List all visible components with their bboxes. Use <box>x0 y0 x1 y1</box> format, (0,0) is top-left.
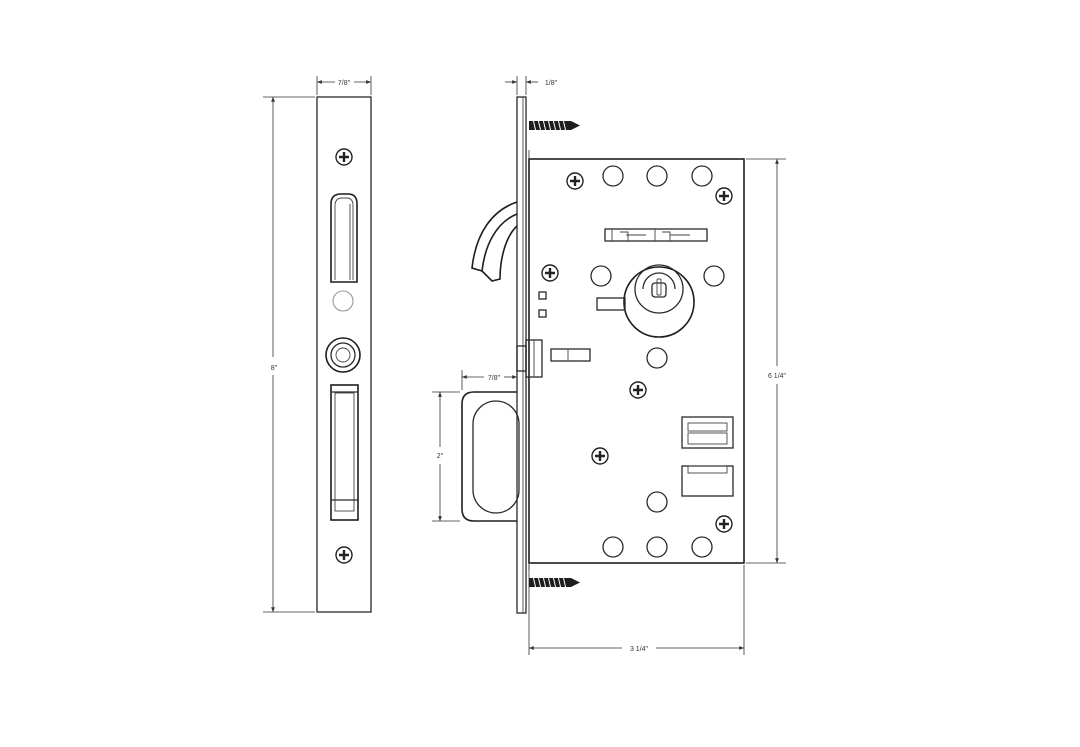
case-height-label: 6 1/4" <box>768 373 787 380</box>
top-screw-icon <box>335 148 353 166</box>
hole-icon <box>602 165 624 187</box>
small-square <box>538 309 547 318</box>
faceplate-width-label: 7/8" <box>338 80 351 87</box>
dim-overall-height: 8" <box>263 96 315 613</box>
latch-block-lower <box>681 465 734 497</box>
dim-pull-depth: 7/8" <box>461 370 517 390</box>
hook-latch <box>471 201 518 282</box>
lower-wood-screw <box>529 575 580 590</box>
pull-depth-label: 7/8" <box>488 375 501 382</box>
case-screw-icon <box>541 264 559 282</box>
small-hole <box>332 290 354 312</box>
case-screw-icon <box>715 515 733 533</box>
bolt-slot <box>330 384 359 521</box>
backset-label: 3 1/4" <box>630 646 649 653</box>
small-square <box>538 291 547 300</box>
hole-icon <box>646 165 668 187</box>
overall-height-label: 8" <box>271 365 278 372</box>
release-knob <box>325 337 361 373</box>
hole-icon <box>646 347 668 369</box>
hole-icon <box>703 265 725 287</box>
hole-icon <box>646 536 668 558</box>
lock-case <box>528 158 745 564</box>
faceplate-edge <box>516 96 527 614</box>
pull-height-label: 2" <box>437 453 444 460</box>
latch-block-upper <box>681 416 734 449</box>
case-screw-icon <box>591 447 609 465</box>
faceplate-view: 7/8" 8" <box>263 76 372 613</box>
upper-wood-screw <box>529 118 580 133</box>
bottom-screw-icon <box>335 546 353 564</box>
hole-icon <box>691 165 713 187</box>
dim-pull-height: 2" <box>432 391 460 522</box>
hole-icon <box>646 491 668 513</box>
slide-bar <box>604 228 708 242</box>
deadbolt-block <box>516 339 591 378</box>
flush-pull <box>461 391 520 522</box>
hole-icon <box>590 265 612 287</box>
dim-faceplate-thickness: 1/8" <box>505 76 558 95</box>
case-screw-icon <box>629 381 647 399</box>
lock-hub <box>596 264 695 338</box>
dim-backset: 3 1/4" <box>528 565 745 655</box>
faceplate-thickness-label: 1/8" <box>545 80 558 87</box>
case-screw-icon <box>715 187 733 205</box>
latch-slot <box>330 193 358 283</box>
dim-case-height: 6 1/4" <box>746 158 787 564</box>
case-screw-icon <box>566 172 584 190</box>
hole-icon <box>691 536 713 558</box>
faceplate-outline <box>316 96 372 613</box>
hole-icon <box>602 536 624 558</box>
dim-faceplate-width: 7/8" <box>316 76 372 95</box>
side-view: 1/8" 6 1/4" 7/8" 2" <box>432 76 787 655</box>
